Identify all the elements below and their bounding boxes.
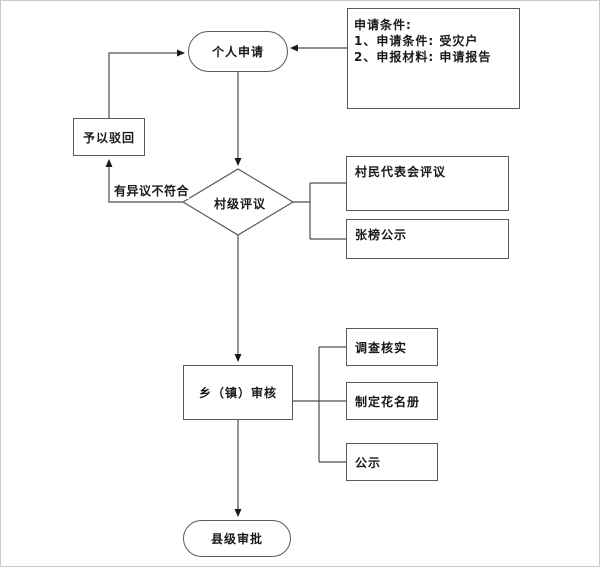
conditions-note-title: 申请条件: xyxy=(354,18,412,32)
edge-reject-to-application xyxy=(108,49,185,118)
conditions-note-line1: 1、申请条件: 受灾户 xyxy=(354,34,479,48)
node-posting-publicity-label: 张榜公示 xyxy=(355,228,408,242)
edge-village-review-bracket xyxy=(293,182,346,240)
node-county-approval: 县级审批 xyxy=(183,520,291,557)
node-village-review-label: 村级评议 xyxy=(214,197,267,211)
node-villager-congress-review: 村民代表会评议 xyxy=(346,156,509,211)
node-conditions-note: 申请条件: 1、申请条件: 受灾户 2、申报材料: 申请报告 xyxy=(347,8,520,109)
node-personal-application-label: 个人申请 xyxy=(211,45,264,59)
edge-label-objection: 有异议不符合 xyxy=(114,182,190,199)
node-publicity-label: 公示 xyxy=(355,455,382,470)
node-township-audit-label: 乡（镇）审核 xyxy=(198,386,277,400)
node-publicity: 公示 xyxy=(346,443,438,481)
node-make-roster: 制定花名册 xyxy=(346,382,438,420)
node-reject-label: 予以驳回 xyxy=(82,130,135,145)
node-investigate-verify-label: 调查核实 xyxy=(355,340,408,355)
edge-township-bracket xyxy=(293,346,346,463)
node-make-roster-label: 制定花名册 xyxy=(355,394,421,409)
node-villager-congress-review-label: 村民代表会评议 xyxy=(355,165,447,179)
node-personal-application: 个人申请 xyxy=(188,31,288,72)
node-posting-publicity: 张榜公示 xyxy=(346,219,509,259)
node-county-approval-label: 县级审批 xyxy=(210,532,263,546)
node-township-audit: 乡（镇）审核 xyxy=(183,365,293,420)
node-reject: 予以驳回 xyxy=(73,118,145,156)
conditions-note-line2: 2、申报材料: 申请报告 xyxy=(354,50,492,64)
edge-objection-to-reject xyxy=(105,159,183,203)
node-investigate-verify: 调查核实 xyxy=(346,328,438,366)
